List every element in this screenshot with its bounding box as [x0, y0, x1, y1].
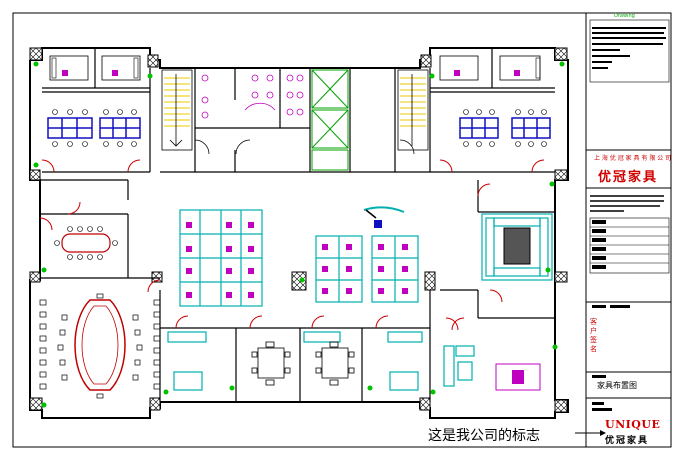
open-workstations-middle [315, 235, 363, 303]
workstation-cluster-right [459, 109, 551, 147]
reception-desk [363, 206, 405, 228]
executive-office-right [439, 55, 541, 81]
manager-office-right [495, 363, 541, 391]
title-block-text-lines [592, 27, 666, 69]
stairs-icon [397, 69, 429, 151]
lounge-area [481, 213, 553, 281]
drawing-frame [12, 12, 672, 448]
workstation-cluster-left [47, 109, 141, 147]
bottom-meeting-tables [251, 341, 355, 386]
open-workstations-left [179, 209, 263, 307]
open-workstations-right-chairs [378, 244, 408, 294]
title-block-top-tag: Drawing [614, 13, 635, 19]
conference-room [39, 293, 161, 399]
company-logo: UNIQUE [605, 418, 661, 431]
lounge-small [443, 345, 475, 387]
title-block-details [590, 195, 664, 212]
arrow-left-icon [575, 430, 606, 436]
executive-office-left [49, 55, 141, 81]
open-workstations-left-chairs [186, 222, 254, 298]
meeting-room-small [54, 226, 118, 260]
plants [33, 61, 565, 408]
stairs-icon [161, 69, 193, 151]
interior-walls [40, 48, 555, 402]
door-swings [39, 159, 545, 331]
brand-name: 优冠家具 [598, 170, 659, 185]
open-workstations-middle-chairs [322, 244, 352, 294]
client-signature-label: 客户签名 [590, 318, 597, 353]
restroom-fixtures [201, 74, 304, 119]
company-logo-cn: 优冠家具 [605, 436, 650, 446]
building-walls [29, 47, 569, 419]
door-swings-black [194, 139, 415, 155]
company-header: 上 海 优 冠 家 具 有 限 公 司 [594, 155, 672, 162]
elevator-icon [311, 69, 349, 171]
open-workstations-right [371, 235, 419, 303]
bottom-office-desks [167, 331, 423, 391]
drawing-name: 家具布置图 [597, 381, 637, 390]
title-block-frame [585, 12, 672, 448]
logo-caption: 这是我公司的标志 [428, 428, 540, 444]
